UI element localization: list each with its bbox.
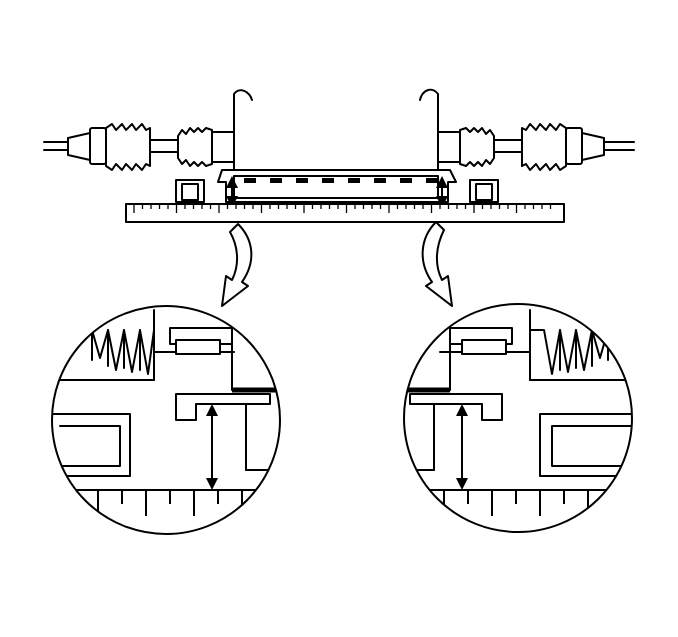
right-detail-view	[403, 303, 633, 533]
fixture-rib	[426, 178, 438, 183]
fixture-rib	[374, 178, 386, 183]
right-outer-boot	[493, 123, 567, 171]
left-inner-boot	[177, 127, 235, 167]
axle-assembly	[43, 88, 635, 223]
fixture-rib	[270, 178, 282, 183]
left-detail-circle	[51, 305, 281, 535]
fixture-rib	[322, 178, 334, 183]
fixture-rib	[348, 178, 360, 183]
measuring-fixture	[217, 169, 457, 208]
right-detail-circle	[403, 303, 633, 533]
right-inner-boot	[437, 127, 495, 167]
left-callout-arrow	[221, 223, 253, 307]
left-outer-boot	[105, 123, 179, 171]
ruler	[125, 203, 565, 223]
fixture-rib	[244, 178, 256, 183]
left-shaft	[43, 127, 107, 165]
transaxle-housing	[233, 88, 439, 179]
right-callout-arrow	[421, 221, 453, 307]
left-detail-view	[51, 305, 281, 535]
right-shaft	[565, 127, 635, 165]
right-support-block-inner	[475, 183, 493, 201]
left-support-block-inner	[181, 183, 199, 201]
fixture-rib	[400, 178, 412, 183]
fixture-rib	[296, 178, 308, 183]
